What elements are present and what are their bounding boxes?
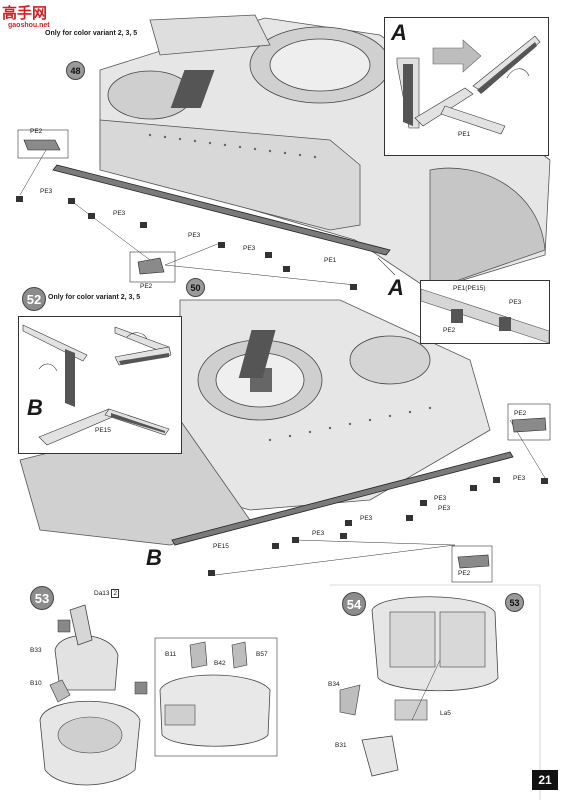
step52-label-pe3-b: PE3 (434, 495, 447, 502)
step52-label-pe15: PE15 (213, 543, 229, 550)
label-b33: B33 (30, 647, 42, 654)
label-pe3-c: PE3 (188, 232, 201, 239)
label-b57: B57 (256, 651, 268, 658)
detail-panel-a-drawing (396, 35, 541, 135)
label-b31: B31 (335, 742, 347, 749)
part-ref-53: 53 (505, 593, 524, 612)
detail-panel-a-letter: A (391, 20, 407, 45)
label-pe3-d: PE3 (243, 245, 256, 252)
label-da13-text: Da13 (94, 590, 110, 597)
label-b10: B10 (30, 680, 42, 687)
inset-detail-pe1: PE1(PE15) PE2 PE3 (420, 280, 550, 344)
label-pe1: PE1 (324, 257, 337, 264)
label-pe3-b: PE3 (113, 210, 126, 217)
step-number-54: 54 (342, 592, 366, 616)
label-pe2-bottom: PE2 (140, 283, 153, 290)
label-b34: B34 (328, 681, 340, 688)
label-b11: B11 (165, 651, 177, 658)
label-pe3-a: PE3 (40, 188, 53, 195)
label-la5: La5 (440, 710, 451, 717)
callout-letter-a: A (388, 275, 404, 300)
step52-label-pe2-top: PE2 (514, 410, 527, 417)
part-ref-50: 50 (186, 278, 205, 297)
label-b42: B42 (214, 660, 226, 667)
inset-pe1-label: PE1(PE15) (453, 285, 486, 292)
detail-panel-b: B PE15 (18, 316, 182, 454)
watermark-logo: 高手网 (2, 5, 48, 22)
page-number: 21 (532, 770, 558, 790)
step52-label-pe3-e: PE3 (438, 505, 451, 512)
detail-panel-b-letter: B (27, 395, 43, 420)
inset-pe3-label: PE3 (509, 299, 522, 306)
detail-panel-a: A PE1 (384, 17, 549, 156)
watermark-url: gaoshou.net (8, 22, 50, 29)
step52-label-pe3-a: PE3 (513, 475, 526, 482)
inset-detail-pe1-drawing (420, 288, 550, 344)
detail-panel-b-drawing (22, 324, 172, 446)
callout-letter-b: B (146, 545, 162, 570)
detail-panel-b-pe15-label: PE15 (95, 427, 111, 434)
step51-note: Only for color variant 2, 3, 5 (45, 30, 138, 37)
detail-panel-a-pe1-label: PE1 (458, 131, 471, 138)
step52-label-pe3-d: PE3 (312, 530, 325, 537)
step52-label-pe3-c: PE3 (360, 515, 373, 522)
step-number-52: 52 (22, 287, 46, 311)
step-number-53: 53 (30, 586, 54, 610)
step52-label-pe2-bottom: PE2 (458, 570, 471, 577)
part-ref-48: 48 (66, 61, 85, 80)
label-da13: Da13 2 (94, 589, 119, 598)
label-pe2-top: PE2 (30, 128, 43, 135)
label-da13-suffix: 2 (111, 589, 119, 598)
step52-note: Only for color variant 2, 3, 5 (48, 294, 141, 301)
inset-pe2-label: PE2 (443, 327, 456, 334)
